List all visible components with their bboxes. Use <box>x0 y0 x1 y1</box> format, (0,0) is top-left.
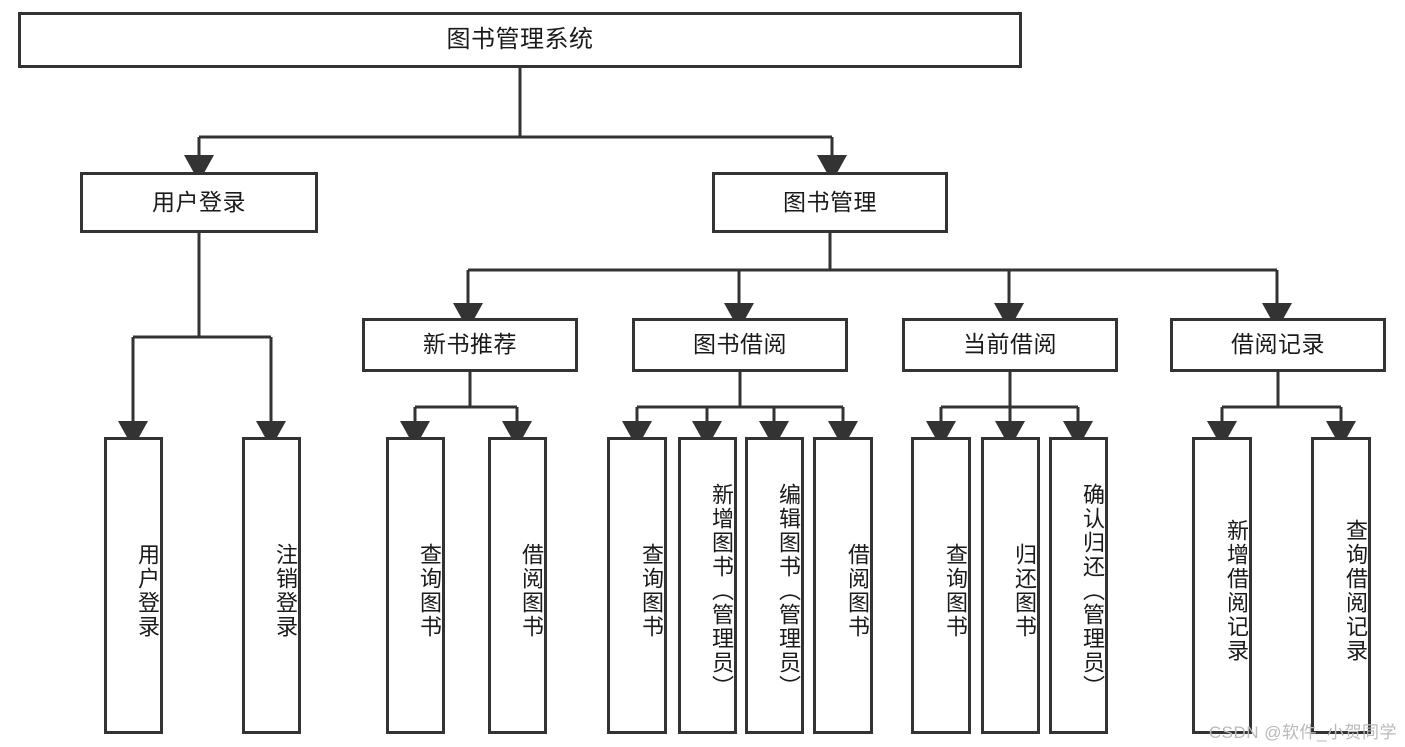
leaf-record-query-label: 查询借阅记录 <box>1343 518 1368 663</box>
leaf-new-book-borrow[interactable]: 借阅图书 <box>488 437 547 734</box>
node-book-management[interactable]: 图书管理 <box>712 172 948 233</box>
leaf-borrow-edit-book[interactable]: 编辑图书（管理员） <box>745 437 804 734</box>
leaf-user-login-logout[interactable]: 注销登录 <box>242 437 301 734</box>
leaf-new-book-borrow-label: 借阅图书 <box>519 542 544 639</box>
leaf-user-login-login-label: 用户登录 <box>135 542 160 639</box>
node-new-book-recommend[interactable]: 新书推荐 <box>362 318 578 372</box>
leaf-borrow-edit-book-label: 编辑图书（管理员） <box>776 482 801 699</box>
node-book-borrow[interactable]: 图书借阅 <box>632 318 848 372</box>
node-user-login[interactable]: 用户登录 <box>80 172 318 233</box>
watermark: CSDN @软件_小贺同学 <box>1208 723 1397 742</box>
node-root-label: 图书管理系统 <box>446 25 594 53</box>
node-new-book-recommend-label: 新书推荐 <box>423 331 517 358</box>
node-borrow-record[interactable]: 借阅记录 <box>1170 318 1386 372</box>
leaf-new-book-query[interactable]: 查询图书 <box>386 437 445 734</box>
leaf-user-login-logout-label: 注销登录 <box>273 542 298 639</box>
node-user-login-label: 用户登录 <box>152 188 246 215</box>
leaf-borrow-add-book[interactable]: 新增图书（管理员） <box>678 437 737 734</box>
leaf-record-add-label: 新增借阅记录 <box>1224 518 1249 663</box>
node-current-borrow-label: 当前借阅 <box>963 331 1057 358</box>
leaf-user-login-login[interactable]: 用户登录 <box>104 437 163 734</box>
leaf-borrow-query-book-label: 查询图书 <box>639 542 664 639</box>
leaf-borrow-query-book[interactable]: 查询图书 <box>607 437 667 734</box>
leaf-borrow-add-book-label: 新增图书（管理员） <box>709 482 734 699</box>
leaf-current-return-book-label: 归还图书 <box>1012 542 1037 639</box>
leaf-current-confirm-return-label: 确认归还（管理员） <box>1080 482 1105 699</box>
leaf-record-query[interactable]: 查询借阅记录 <box>1311 437 1371 734</box>
leaf-borrow-borrow-book[interactable]: 借阅图书 <box>813 437 873 734</box>
leaf-current-return-book[interactable]: 归还图书 <box>981 437 1040 734</box>
leaf-record-add[interactable]: 新增借阅记录 <box>1192 437 1252 734</box>
leaf-current-confirm-return[interactable]: 确认归还（管理员） <box>1049 437 1108 734</box>
node-book-borrow-label: 图书借阅 <box>693 331 787 358</box>
leaf-borrow-borrow-book-label: 借阅图书 <box>845 542 870 639</box>
leaf-new-book-query-label: 查询图书 <box>417 542 442 639</box>
leaf-current-query-book[interactable]: 查询图书 <box>911 437 971 734</box>
node-current-borrow[interactable]: 当前借阅 <box>902 318 1118 372</box>
leaf-current-query-book-label: 查询图书 <box>943 542 968 639</box>
node-borrow-record-label: 借阅记录 <box>1231 331 1325 358</box>
node-root[interactable]: 图书管理系统 <box>18 12 1022 68</box>
node-book-management-label: 图书管理 <box>783 188 877 215</box>
